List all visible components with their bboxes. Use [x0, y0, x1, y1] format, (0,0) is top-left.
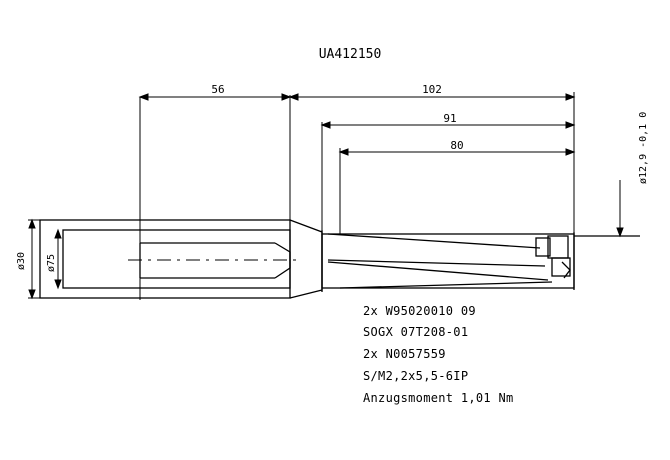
dim-flute-length: 91 [443, 112, 456, 125]
drawing-title: UA412150 [319, 47, 382, 62]
shank [39, 219, 300, 299]
dim-overall-length: 102 [422, 83, 442, 96]
dimension-lines [28, 92, 624, 300]
dim-shank-length: 56 [211, 83, 224, 96]
note-line-5: Anzugsmoment 1,01 Nm [363, 391, 514, 405]
note-line-4: S/M2,2x5,5-6IP [363, 369, 469, 383]
dim-inner-diameter: ø75 [46, 254, 57, 272]
body-transition [289, 219, 323, 299]
dim-tip-tolerance: ø12,9 -0,1 0 [638, 112, 649, 184]
cutting-head [321, 232, 640, 290]
note-line-2: SOGX 07T208-01 [363, 325, 469, 339]
dim-shank-diameter: ø30 [16, 252, 27, 270]
note-line-3: 2x N0057559 [363, 347, 446, 361]
dim-usable-length: 80 [450, 139, 463, 152]
note-line-1: 2x W95020010 09 [363, 304, 476, 318]
